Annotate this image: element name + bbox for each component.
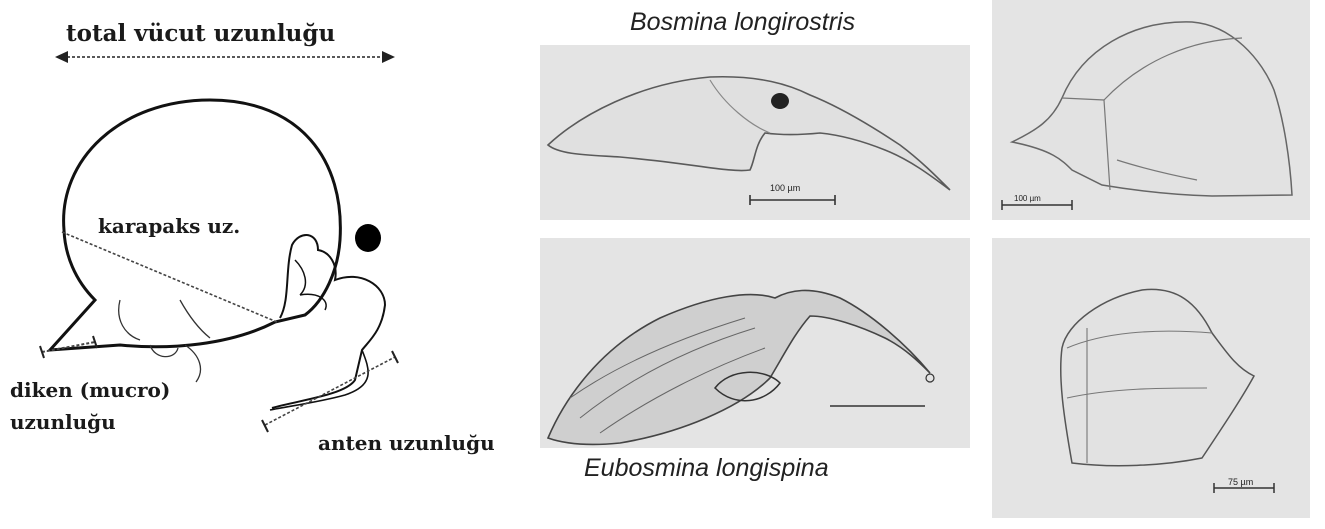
species-label-top: Bosmina longirostris: [630, 8, 855, 37]
carapace-length-label: karapaks uz.: [98, 214, 240, 238]
micrograph-carapace-top: 100 µm: [992, 0, 1310, 220]
micrograph-eubosmina-lateral: [540, 238, 970, 448]
total-length-label: total vücut uzunluğu: [66, 20, 335, 47]
scale-bar-label: 100 µm: [1014, 194, 1041, 203]
species-label-bottom: Eubosmina longispina: [584, 454, 829, 483]
schematic-diagram: total vücut uzunluğu karapaks uz. diken …: [0, 0, 530, 525]
scale-bar-label: 100 µm: [770, 183, 800, 193]
micrograph-carapace-bottom: 75 µm: [992, 238, 1310, 518]
micrograph-bosmina-lateral: 100 µm: [540, 45, 970, 220]
mucro-length-label-line2: uzunluğu: [10, 410, 116, 434]
antenna-length-marker: [262, 351, 398, 432]
eye-spot: [355, 224, 381, 252]
total-length-arrow: [55, 51, 395, 63]
mucro-length-label-line1: diken (mucro): [10, 378, 170, 402]
antenna-length-label: anten uzunluğu: [318, 431, 495, 455]
scale-bar-label: 75 µm: [1228, 477, 1253, 487]
